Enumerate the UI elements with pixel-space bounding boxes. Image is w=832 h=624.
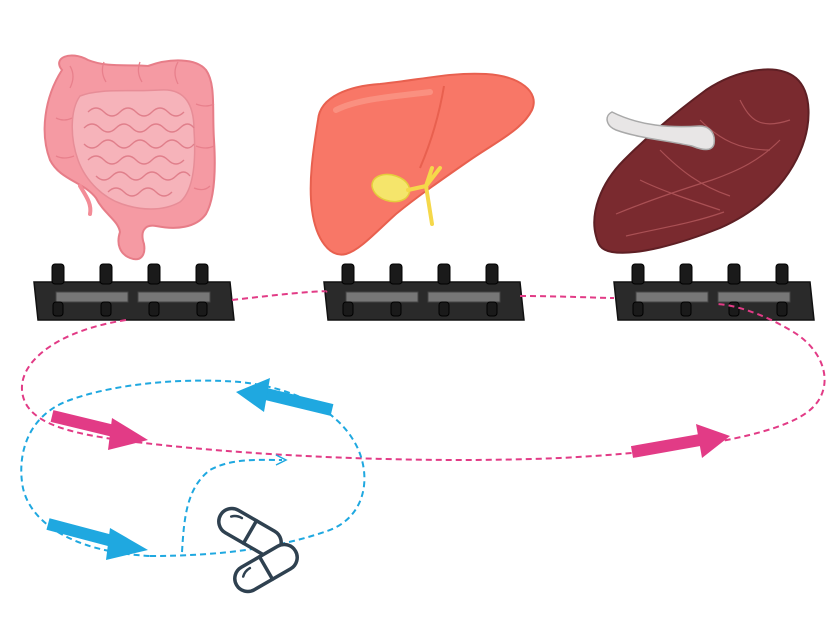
flow-circuit-magenta bbox=[20, 290, 826, 461]
chip-port-lower bbox=[728, 301, 740, 317]
intestine-loops bbox=[83, 107, 195, 197]
flow-arrows bbox=[46, 378, 730, 560]
chip-port bbox=[485, 263, 499, 285]
liver-chip bbox=[323, 263, 525, 321]
chip-port-lower bbox=[342, 301, 354, 317]
magenta-arrow-left bbox=[50, 410, 148, 450]
cyan-drug-branch bbox=[181, 458, 283, 553]
chip-channel bbox=[55, 291, 129, 303]
chip-port bbox=[195, 263, 209, 285]
liver-lobe-line bbox=[419, 85, 445, 169]
chip-channel bbox=[137, 291, 211, 303]
chip-port bbox=[775, 263, 789, 285]
magenta-arrow-right bbox=[630, 424, 730, 458]
chip-port-lower bbox=[632, 301, 644, 317]
cyan-arrow-bottom bbox=[46, 518, 148, 560]
liver-illustration bbox=[309, 72, 535, 256]
kidney bbox=[593, 68, 810, 254]
chip-port bbox=[631, 263, 645, 285]
chip-port bbox=[389, 263, 403, 285]
chip-port bbox=[437, 263, 451, 285]
chip-port-lower bbox=[52, 301, 64, 317]
kidney-veins bbox=[615, 99, 791, 237]
flow-circuit-cyan bbox=[20, 379, 366, 557]
chip-port-lower bbox=[486, 301, 498, 317]
chip-port bbox=[679, 263, 693, 285]
chip-port bbox=[147, 263, 161, 285]
colon-segments bbox=[55, 61, 215, 191]
cyan-loop bbox=[20, 379, 366, 557]
gallbladder bbox=[371, 173, 411, 203]
intestine-illustration bbox=[43, 54, 216, 261]
cyan-branch-arrowhead bbox=[275, 454, 288, 466]
liver-highlight bbox=[333, 89, 433, 113]
chip-channel bbox=[427, 291, 501, 303]
bile-duct bbox=[406, 166, 442, 226]
chip-port-lower bbox=[100, 301, 112, 317]
organ-chips bbox=[33, 263, 815, 321]
appendix bbox=[78, 184, 93, 216]
magenta-loop-top bbox=[231, 290, 615, 301]
chip-port-lower bbox=[680, 301, 692, 317]
capsule-lower bbox=[233, 542, 299, 594]
chip-port-lower bbox=[196, 301, 208, 317]
chip-port-lower bbox=[148, 301, 160, 317]
kidney-illustration bbox=[593, 68, 810, 254]
chip-port-lower bbox=[390, 301, 402, 317]
chip-channel bbox=[717, 291, 791, 303]
cyan-arrow-top bbox=[236, 378, 334, 416]
chip-port-lower bbox=[438, 301, 450, 317]
chip-channel bbox=[635, 291, 709, 303]
kidney-vessel bbox=[606, 111, 716, 151]
chip-port bbox=[99, 263, 113, 285]
intestine-chip bbox=[33, 263, 235, 321]
chip-port bbox=[341, 263, 355, 285]
magenta-loop-outer bbox=[20, 303, 826, 461]
kidney-chip bbox=[613, 263, 815, 321]
chip-port-lower bbox=[776, 301, 788, 317]
capsule-pills-icon bbox=[217, 506, 299, 594]
chip-port bbox=[727, 263, 741, 285]
chip-channel bbox=[345, 291, 419, 303]
chip-port bbox=[51, 263, 65, 285]
